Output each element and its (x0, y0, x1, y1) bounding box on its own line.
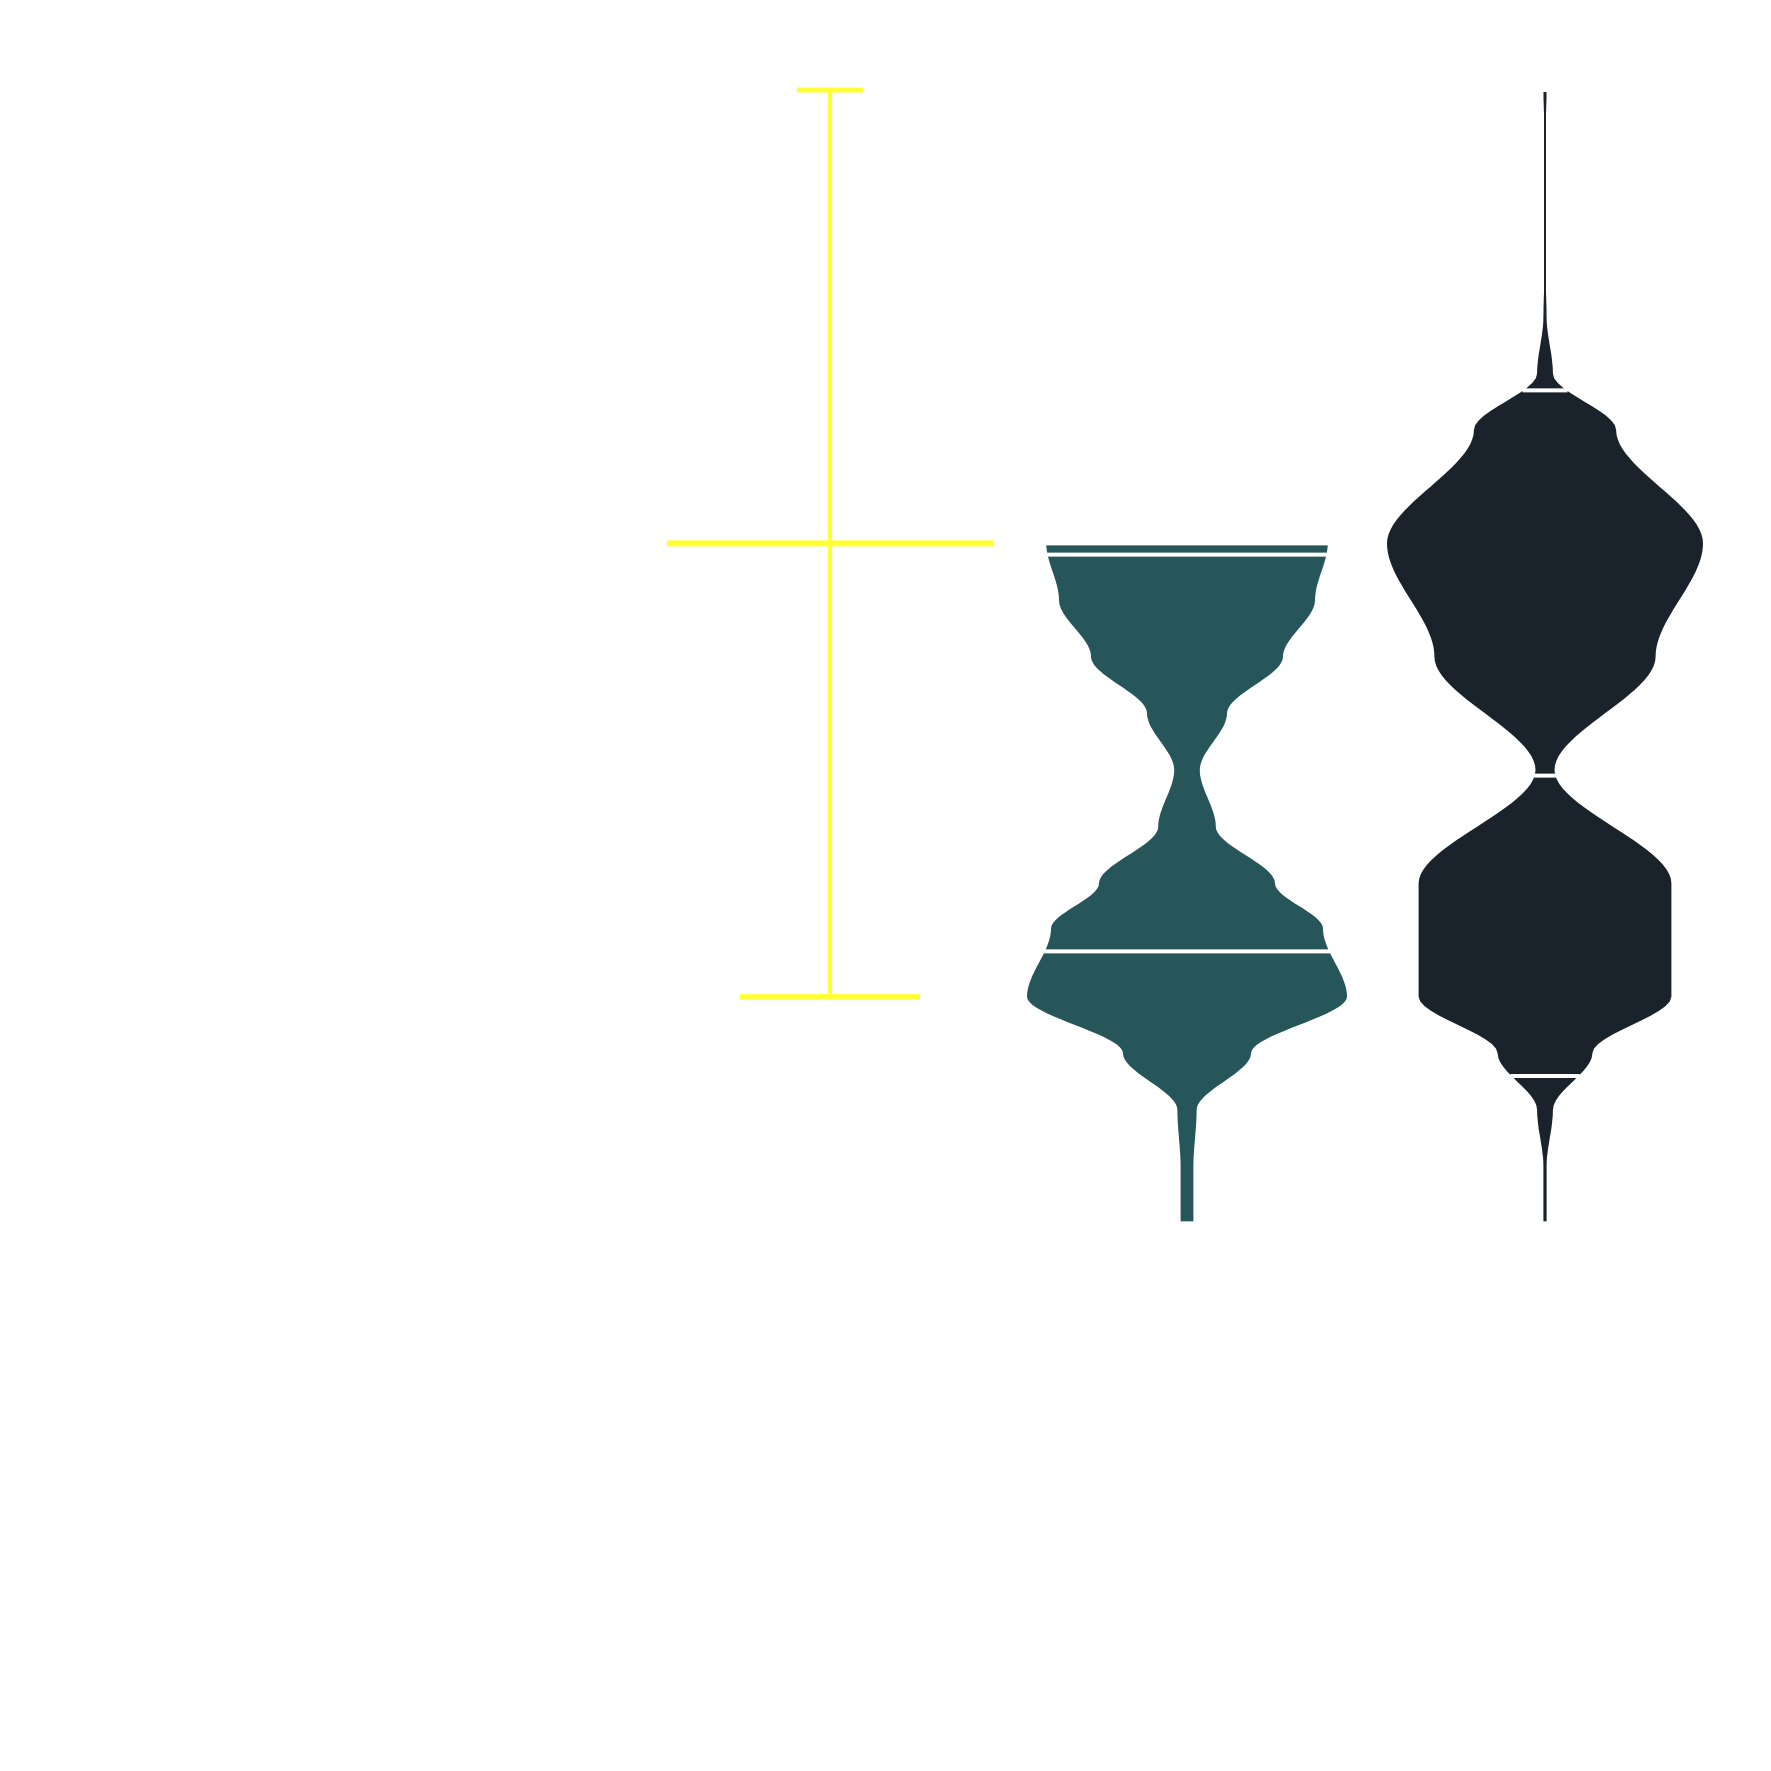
violin-body-2 (1387, 90, 1703, 1224)
violin-body-1 (1027, 543, 1347, 1224)
